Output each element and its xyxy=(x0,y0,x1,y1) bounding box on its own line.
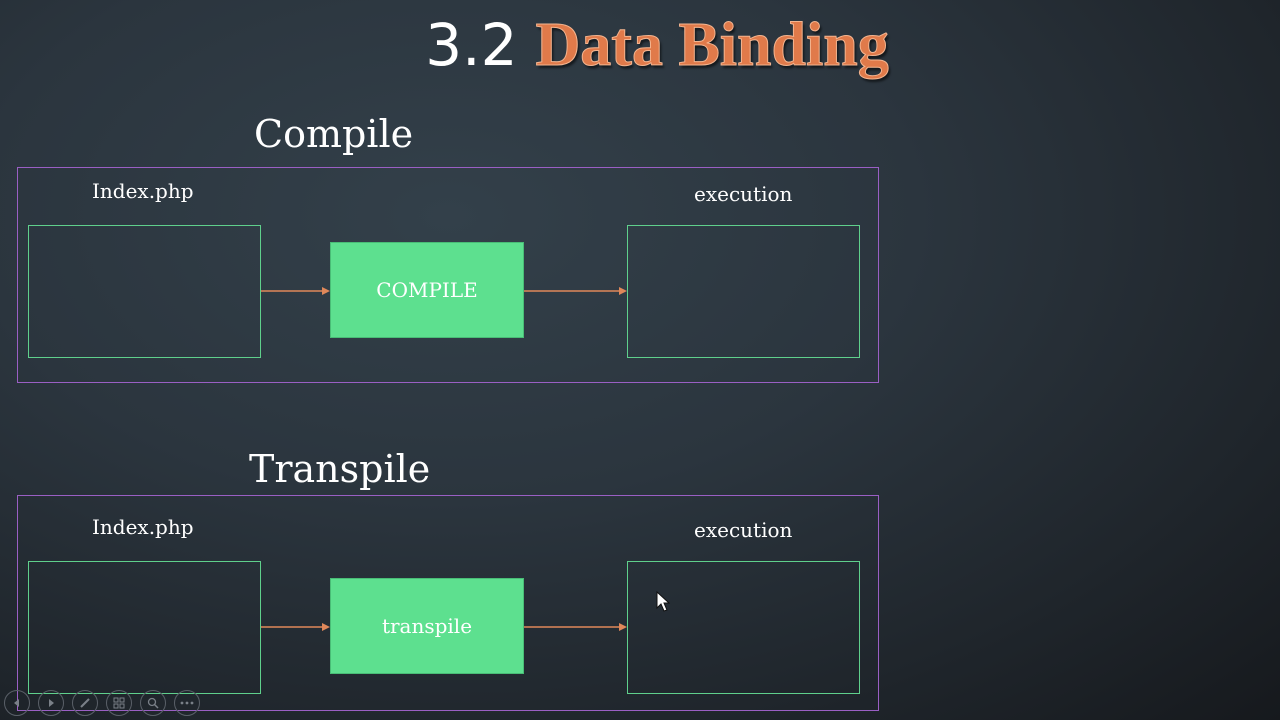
pen-icon[interactable] xyxy=(72,690,98,716)
compile-source-box xyxy=(28,225,261,358)
transpile-target-label: execution xyxy=(694,518,793,542)
more-icon[interactable] xyxy=(174,690,200,716)
transpile-source-box xyxy=(28,561,261,694)
compile-arrow-in xyxy=(261,287,330,295)
transpile-process-label: transpile xyxy=(381,614,473,638)
presentation-toolbar xyxy=(4,690,200,716)
mouse-pointer-icon xyxy=(656,591,670,612)
transpile-arrow-in xyxy=(261,623,330,631)
compile-heading: Compile xyxy=(254,112,414,156)
transpile-target-box xyxy=(627,561,860,694)
previous-icon[interactable] xyxy=(4,690,30,716)
transpile-arrow-out xyxy=(524,623,627,631)
compile-target-box xyxy=(627,225,860,358)
next-icon[interactable] xyxy=(38,690,64,716)
compile-process-box: COMPILE xyxy=(330,242,524,338)
compile-target-label: execution xyxy=(694,182,793,206)
transpile-source-label: Index.php xyxy=(92,515,194,539)
transpile-heading: Transpile xyxy=(249,447,431,491)
compile-process-label: COMPILE xyxy=(376,278,478,302)
slide-title-text: Data Binding xyxy=(535,11,889,80)
compile-arrow-out xyxy=(524,287,627,295)
slide-title-number: 3.2 xyxy=(425,11,518,79)
compile-source-label: Index.php xyxy=(92,179,194,203)
transpile-diagram-frame xyxy=(17,495,879,711)
transpile-process-box: transpile xyxy=(330,578,524,674)
compile-diagram-frame xyxy=(17,167,879,383)
slides-icon[interactable] xyxy=(106,690,132,716)
zoom-icon[interactable] xyxy=(140,690,166,716)
